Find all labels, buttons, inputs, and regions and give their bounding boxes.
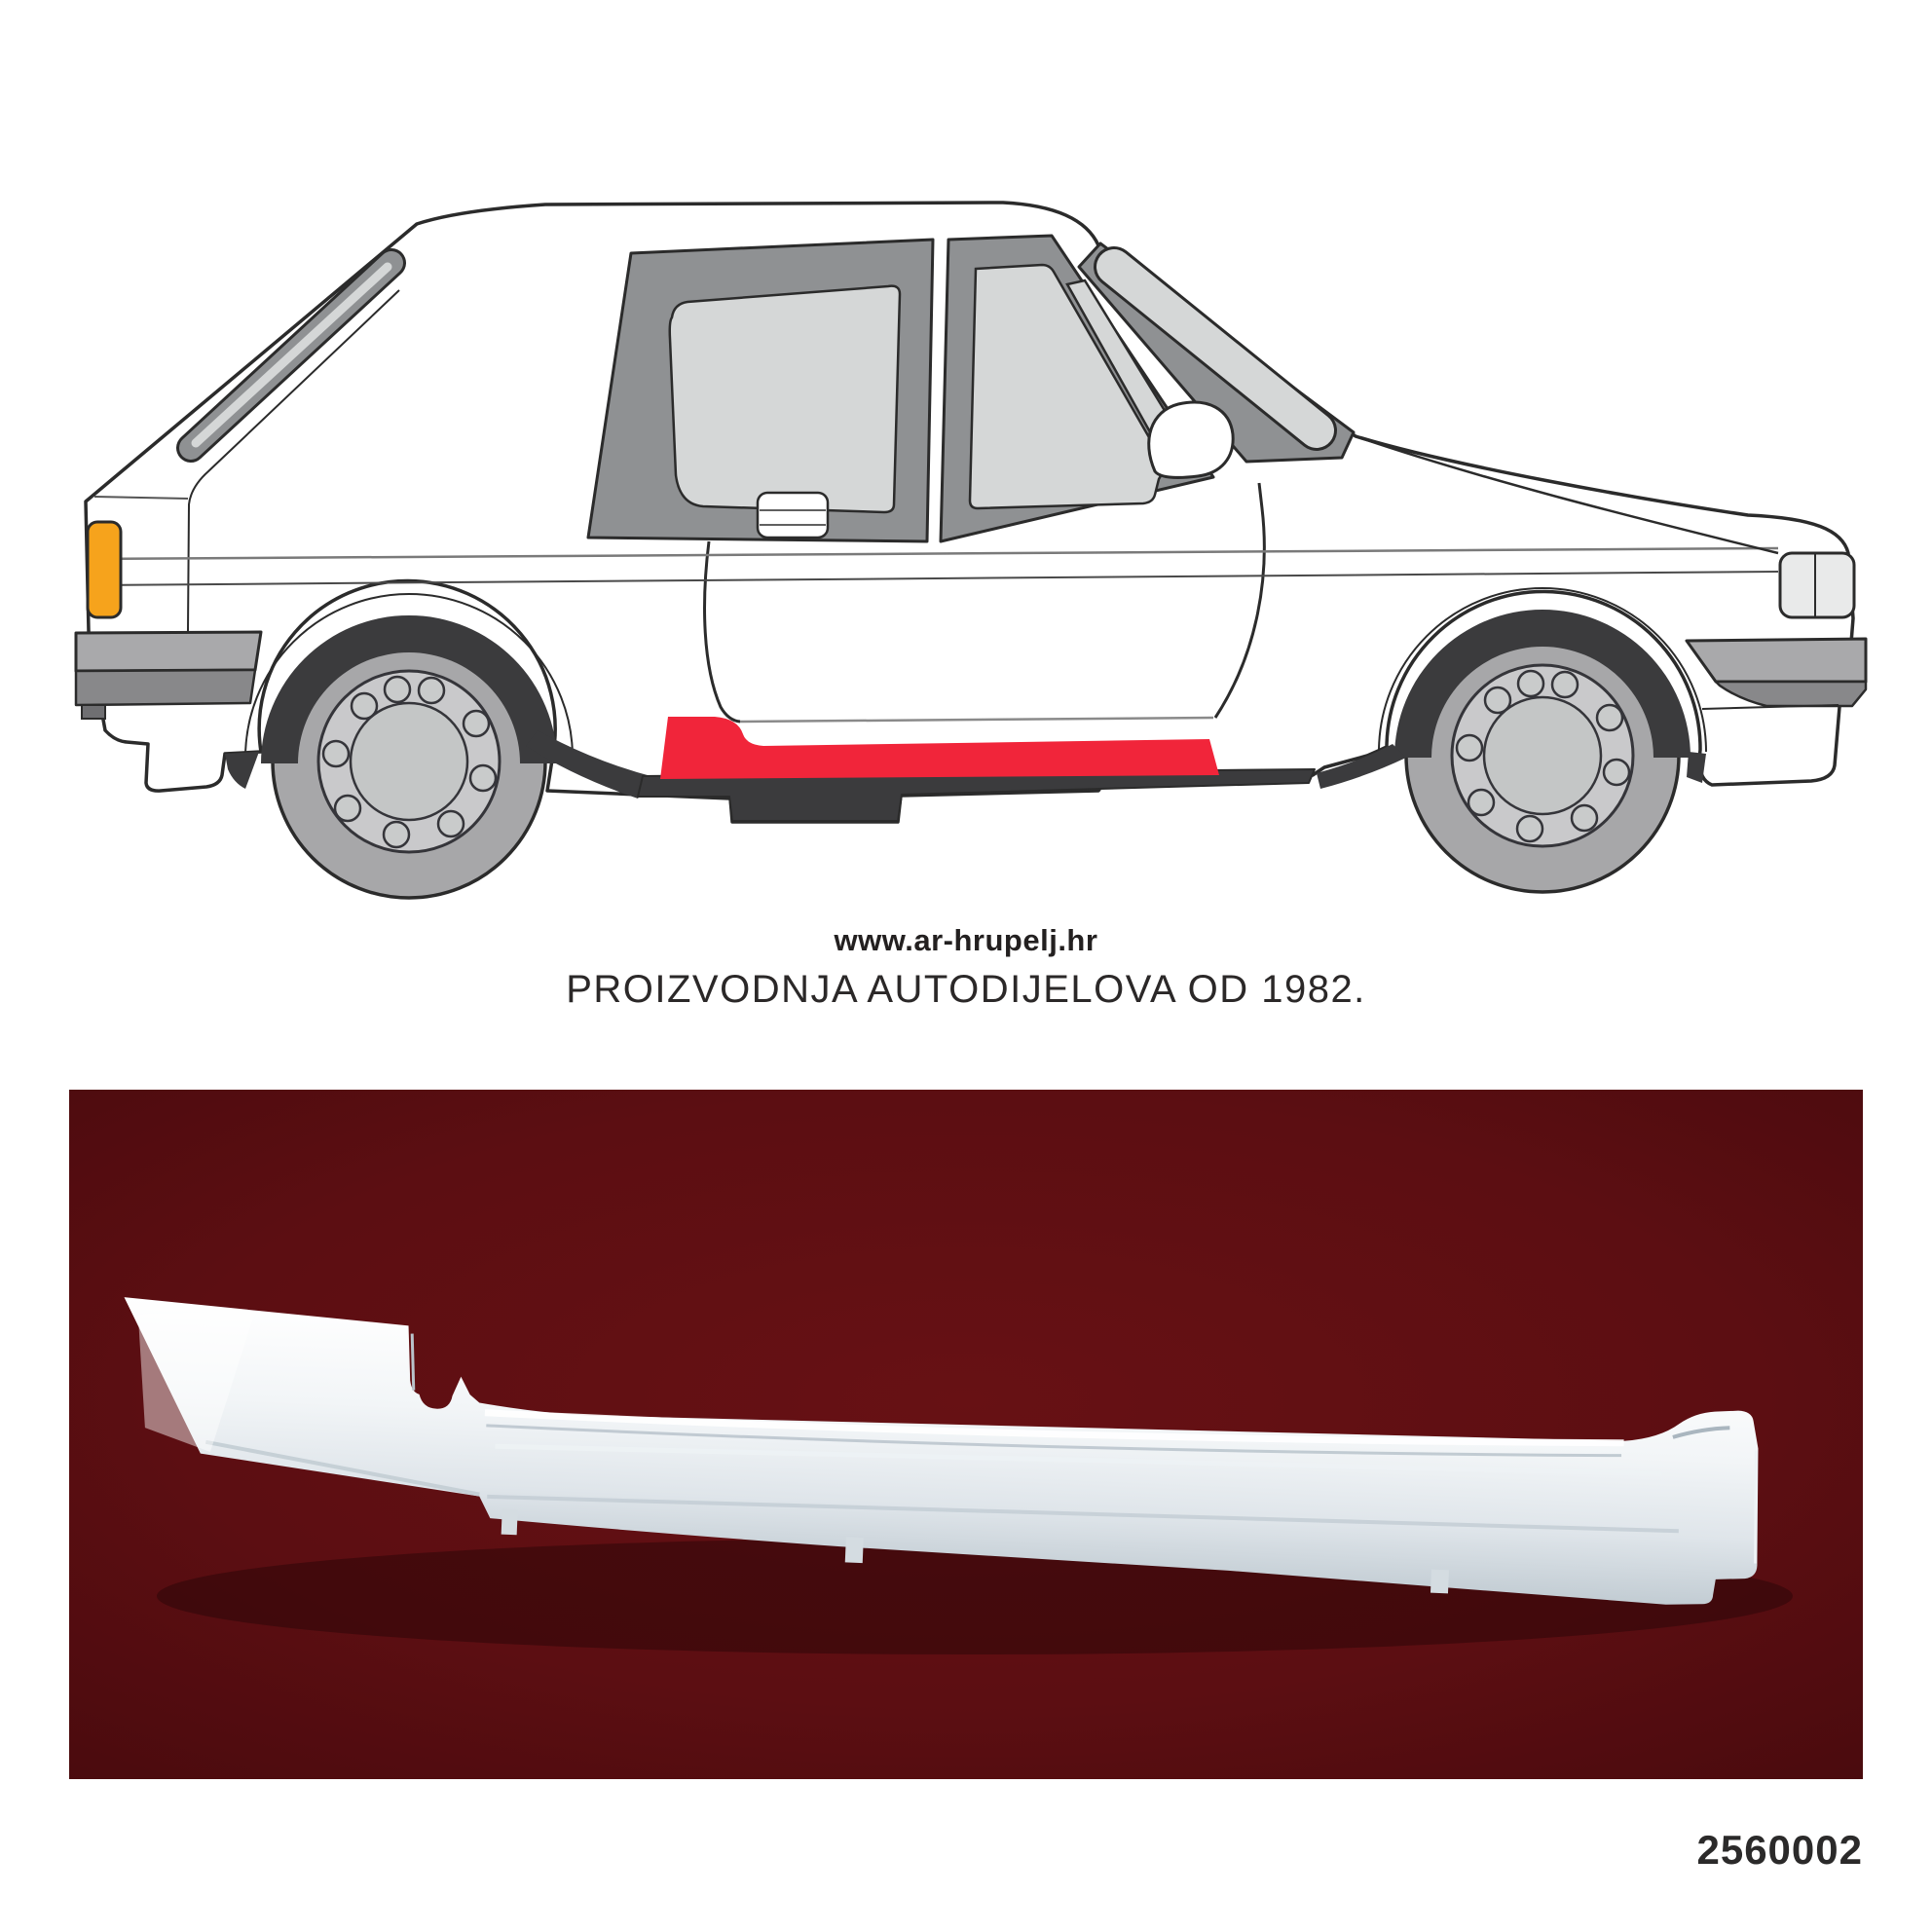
front-wheel [1394, 610, 1690, 894]
product-photo [69, 1090, 1863, 1779]
rear-fender-lip [244, 593, 574, 759]
sill-panel-part [124, 1297, 1759, 1605]
sill-panel-photo [69, 1090, 1863, 1779]
rear-bumper [74, 630, 263, 720]
windshield [1077, 242, 1356, 464]
rear-arch-shadow-left [225, 752, 259, 789]
rear-wheel [261, 614, 557, 900]
hatch-seam-line [187, 289, 400, 632]
website-text: www.ar-hrupelj.hr [834, 923, 1098, 957]
rear-wheel-lug-holes [321, 675, 498, 849]
front-bumper [1685, 637, 1868, 710]
front-wheel-lug-holes [1455, 669, 1631, 843]
front-fender-lip [1378, 587, 1707, 753]
lower-crease-line [91, 571, 1779, 586]
headlight [1778, 551, 1856, 619]
side-mirror [1147, 400, 1235, 479]
upper-crease-line [93, 546, 1779, 561]
rear-indicator-lamp [86, 520, 123, 619]
door-bottom-edge [739, 716, 1214, 724]
front-arch-shadow-left [1317, 744, 1406, 789]
part-number: 2560002 [1696, 1827, 1863, 1873]
door-rear-edge [703, 540, 741, 724]
door-front-edge [1213, 482, 1266, 719]
rear-arch-shadow-right [526, 730, 654, 799]
hatch-window-strip [176, 248, 406, 463]
hood-seam-line [1355, 434, 1779, 555]
quarter-window [586, 238, 935, 543]
vehicle-side-diagram [74, 201, 1868, 900]
tagline-text: PROIZVODNJA AUTODIJELOVA OD 1982. [566, 968, 1366, 1011]
rear-panel-line [93, 496, 189, 500]
door-handle [756, 491, 830, 539]
front-arch-shadow-right [1687, 752, 1706, 783]
rocker-strip [637, 768, 1316, 822]
sill-highlight [660, 717, 1219, 779]
